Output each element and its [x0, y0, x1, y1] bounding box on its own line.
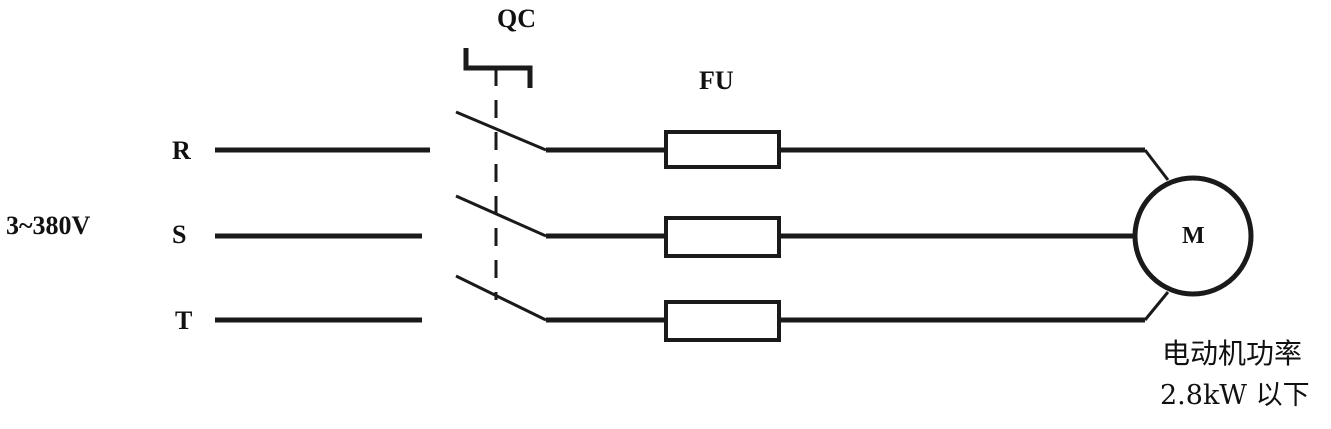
fuse-t: [664, 300, 781, 342]
phase-r-label: R: [172, 136, 191, 165]
motor-circle: [1132, 175, 1254, 297]
phase-r-motor-lead: [1143, 149, 1170, 181]
phase-s-switch-blade: [455, 194, 547, 238]
fuse-s: [664, 216, 781, 258]
switch-handle: [463, 48, 533, 88]
switch-label: QC: [497, 4, 536, 33]
supply-voltage-label: 3~380V: [6, 211, 91, 240]
phase-t-label: T: [175, 306, 193, 335]
phase-r-switch-blade: [455, 110, 547, 152]
phase-t-motor-lead: [1143, 291, 1170, 321]
motor-power-note-line2: 2.8kW 以下: [1160, 380, 1310, 411]
motor-label: M: [1182, 223, 1205, 249]
phase-s-label: S: [172, 220, 187, 249]
motor-power-note-line1: 电动机功率: [1162, 337, 1303, 370]
fuse-r: [664, 130, 781, 169]
fuse-label: FU: [699, 66, 734, 95]
phase-t-switch-blade: [455, 274, 547, 322]
